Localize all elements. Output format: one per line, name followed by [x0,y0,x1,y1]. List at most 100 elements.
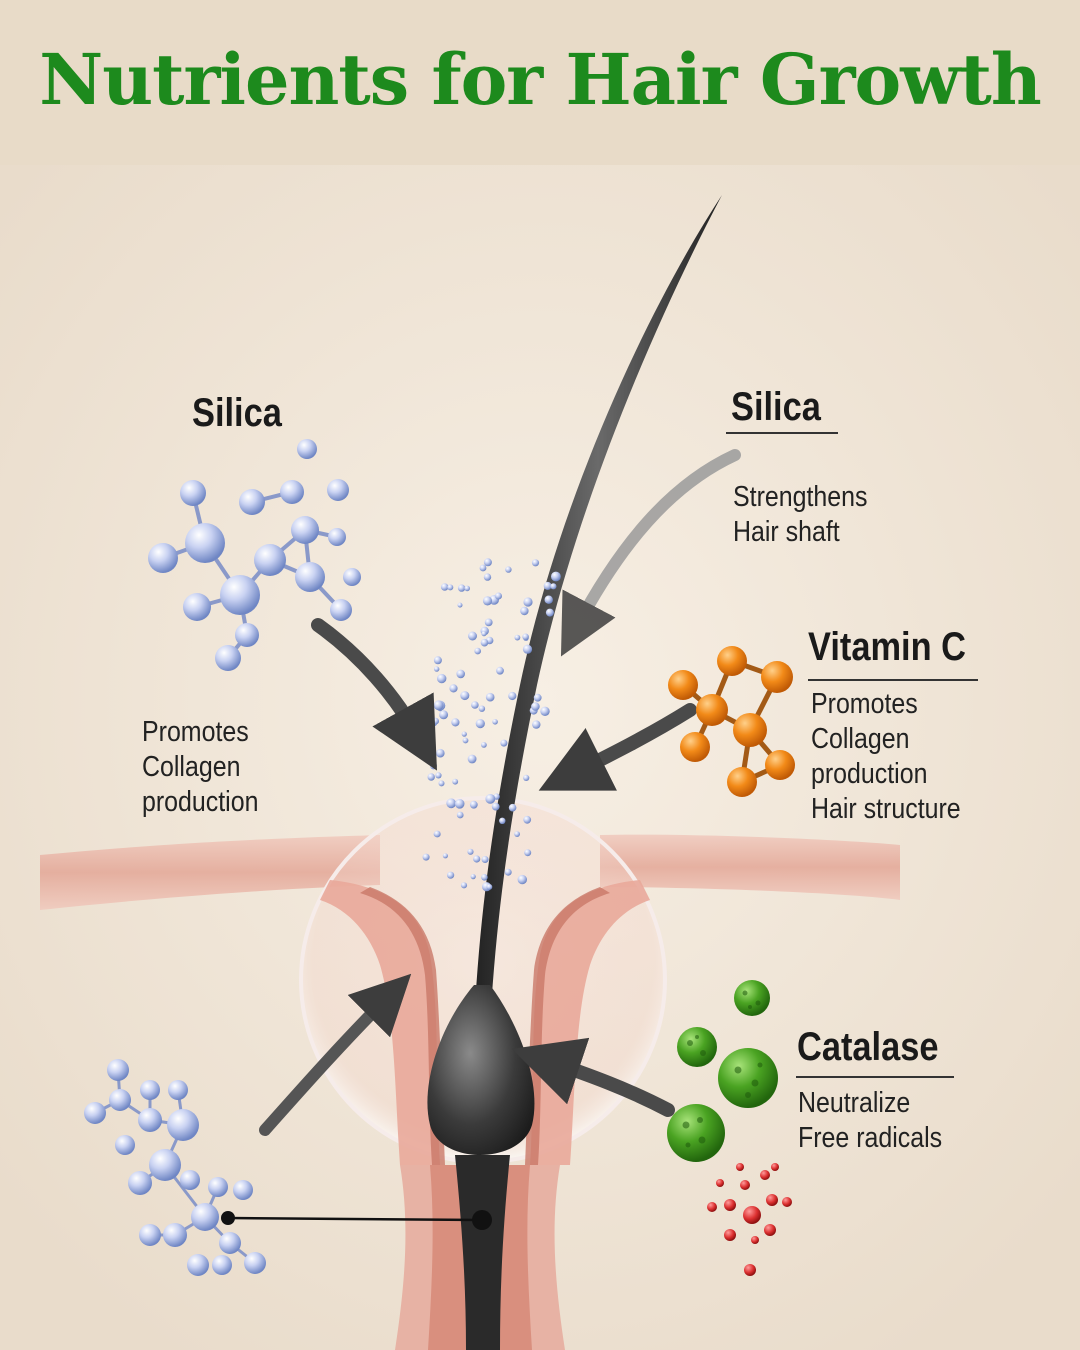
silica-left-desc-line: Promotes [142,716,249,748]
vitamin-c-desc-line: Promotes [811,688,918,720]
silica-particle [479,564,487,572]
silica-particle [427,773,435,781]
silica-particle [447,584,454,591]
silica-left-description: Promotes Collagen production [142,715,258,820]
silica-particle [484,618,493,627]
silica-particle [449,684,458,693]
silica-particle [531,702,540,711]
silica-particle [483,573,492,581]
page-title: Nutrients for Hair Growth [39,38,1041,121]
silica-particle [481,874,488,881]
silica-particle [457,602,463,608]
silica-particle [514,634,521,641]
silica-particle [473,855,481,863]
silica-particle [433,700,444,711]
silica-particle [471,701,479,709]
silica-particle [482,596,493,606]
vitamin-c-desc-line: Collagen [811,723,910,755]
silica-particle [485,692,495,702]
silica-particle [447,871,455,879]
silica-particle [433,656,442,665]
silica-right-desc-line: Strengthens [733,481,868,513]
silica-left-heading: Silica [192,391,282,435]
silica-particle [500,739,508,747]
silica-left-desc-line: Collagen [142,751,241,783]
silica-particle [520,606,529,616]
silica-particle [452,778,459,785]
vitamin-c-rule [808,679,978,681]
arrow-icon [538,703,697,791]
silica-particle [533,693,542,702]
silica-particle [474,647,482,655]
silica-particle [491,802,500,811]
silica-particle [517,874,527,885]
vitamin-c-desc-line: production [811,758,928,790]
arrow-icon [259,973,412,1136]
silica-particle [532,720,541,729]
silica-particle [551,571,561,582]
silica-particle [440,583,449,591]
silica-particle [470,874,476,880]
silica-particle [496,666,504,675]
silica-particle [462,737,469,744]
arrow-icon [560,449,741,657]
silica-particle [432,717,439,725]
catalase-desc-line: Free radicals [798,1122,943,1154]
silica-particle [540,706,550,716]
silica-particle [504,868,512,876]
silica-right-desc-line: Hair shaft [733,516,840,548]
silica-particle [481,856,489,863]
catalase-desc-line: Neutralize [798,1087,911,1119]
silica-particle [495,592,502,600]
silica-particle [531,559,540,567]
silica-particle [505,566,512,573]
silica-particle [433,830,441,838]
silica-right-heading: Silica [731,385,821,429]
silica-particle [422,853,430,861]
silica-particle [456,811,464,819]
silica-particle [481,742,487,748]
silica-particle [486,884,493,890]
silica-particle [456,669,466,679]
silica-right-description: Strengthens Hair shaft [733,480,867,550]
catalase-description: Neutralize Free radicals [798,1086,942,1156]
arrow-icon [511,1037,675,1117]
silica-particle [460,691,470,701]
silica-particle [508,691,517,701]
silica-particle [430,762,437,770]
silica-particle [514,831,520,837]
hair-diagram: Silica Promotes Collagen production Sili… [0,165,1080,1350]
silica-particle [545,608,554,617]
hair-follicle-icon [427,195,722,1350]
silica-particle [446,798,457,809]
silica-particle [464,585,471,592]
silica-particle [437,673,447,684]
arrows [259,449,741,1136]
silica-particles [422,558,561,892]
silica-left-desc-line: production [142,786,259,818]
silica-particle [436,748,445,758]
silica-particle [467,754,477,764]
silica-particle [457,584,466,592]
silica-particle [508,803,517,812]
vitamin-c-description: Promotes Collagen production Hair struct… [811,687,961,827]
silica-particle [438,780,445,787]
silica-particle [434,666,440,672]
arrow-icon [311,618,438,771]
connector-line [221,1210,492,1230]
silica-particle [524,849,532,857]
silica-molecule-icon [148,439,361,671]
silica-particle [439,710,449,720]
silica-particle [522,633,529,641]
silica-particle [460,882,468,889]
silica-particle [469,800,478,809]
diagram-illustration [0,165,1080,1350]
silica-particle [454,799,465,809]
silica-particle [451,718,460,727]
silica-particle [435,772,442,779]
silica-particle [483,558,492,567]
silica-molecule-icon [84,1059,266,1276]
silica-particle [485,794,496,804]
free-radical-icon [707,1163,792,1276]
